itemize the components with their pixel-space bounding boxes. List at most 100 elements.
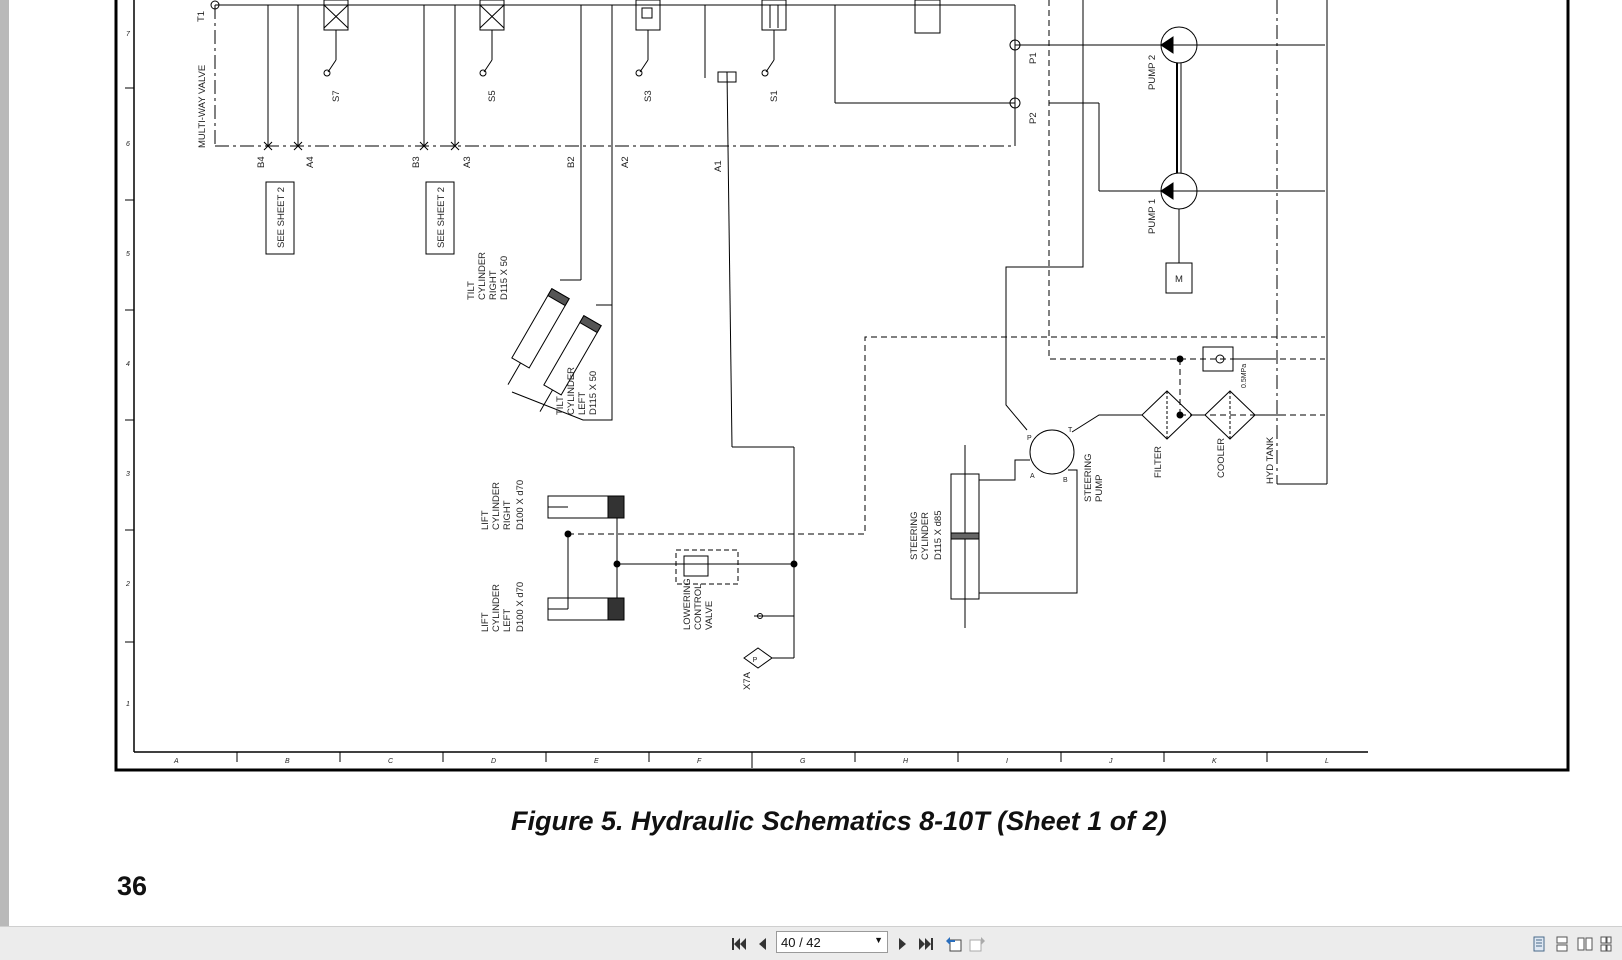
continuous-view-button[interactable] — [1551, 933, 1573, 955]
hydraulic-tank — [1276, 0, 1328, 485]
spool-label: S5 — [487, 90, 498, 102]
row-label: 4 — [126, 361, 130, 368]
steering-circuit — [950, 0, 1142, 628]
column-label: A — [173, 758, 179, 765]
page-number-select[interactable]: 40 / 42 ▼ — [776, 931, 888, 953]
return-line-components — [1141, 346, 1280, 440]
go-forward-button[interactable] — [966, 933, 988, 955]
port-label: A2 — [620, 156, 631, 168]
steering-pump-label-line: STEERING — [1083, 453, 1094, 502]
go-back-button[interactable] — [943, 933, 965, 955]
lift-left-label-line: CYLINDER — [491, 584, 502, 632]
column-letter-labels: A B C D E F G H I J K L — [173, 758, 1329, 765]
tank-label: HYD TANK — [1265, 436, 1276, 484]
go-back-icon — [946, 937, 962, 952]
row-label: 2 — [125, 581, 130, 588]
lowering-valve-label-line: VALVE — [704, 601, 715, 630]
see-sheet-label: SEE SHEET 2 — [276, 187, 287, 248]
port-label: B4 — [256, 156, 267, 168]
see-sheet-box-b4 — [265, 181, 295, 255]
row-number-labels: 7 6 5 4 3 2 1 — [125, 31, 131, 708]
column-label: B — [285, 758, 290, 765]
port-label: P2 — [1028, 112, 1039, 124]
multiway-valve — [210, 0, 1325, 448]
first-page-icon — [732, 938, 746, 950]
steering-cylinder-label-line: CYLINDER — [920, 512, 931, 560]
spool-label: S3 — [643, 90, 654, 102]
port-t1-label: T1 — [196, 11, 207, 22]
lift-right-label-line: D100 X d70 — [515, 480, 526, 530]
drawing-border-outer — [114, 0, 1570, 772]
port-label: B2 — [566, 156, 577, 168]
column-label: L — [1325, 758, 1329, 765]
hydraulic-schematic: 7 6 5 4 3 2 1 A B C D E — [114, 0, 1570, 772]
tilt-left-label-line: D115 X 50 — [588, 371, 599, 415]
drain-lines — [568, 0, 1325, 535]
tilt-left-label-line: TILT — [555, 396, 566, 415]
see-sheet-box-b3 — [425, 181, 455, 255]
last-page-button[interactable] — [915, 933, 937, 955]
pump1-label: PUMP 1 — [1147, 199, 1158, 234]
column-label: E — [594, 758, 599, 765]
row-label: 3 — [126, 471, 130, 478]
spool-label: S1 — [769, 90, 780, 102]
column-label: I — [1006, 758, 1008, 765]
chevron-down-icon: ▼ — [874, 935, 883, 945]
facing-view-icon — [1577, 937, 1593, 951]
lift-right-label-line: CYLINDER — [491, 482, 502, 530]
tilt-left-label-line: CYLINDER — [566, 367, 577, 415]
row-label: 6 — [126, 141, 130, 148]
tilt-right-label-line: RIGHT — [488, 270, 499, 300]
figure-caption: Figure 5. Hydraulic Schematics 8-10T (Sh… — [511, 806, 1167, 836]
test-port-label: X7A — [742, 671, 753, 690]
page-number: 36 — [117, 871, 148, 901]
row-ticks — [125, 87, 134, 643]
next-page-icon — [899, 938, 906, 950]
pump2-label: PUMP 2 — [1147, 55, 1158, 90]
steering-pump-label-line: PUMP — [1094, 475, 1105, 502]
continuous-facing-view-icon — [1600, 936, 1612, 952]
tilt-left-label-line: LEFT — [577, 392, 588, 415]
lift-left-label-line: D100 X d70 — [515, 582, 526, 632]
port-label: A4 — [305, 156, 316, 168]
steering-pump-port: T — [1068, 427, 1073, 434]
tilt-right-label-line: TILT — [466, 281, 477, 300]
lowering-valve-label-line: CONTROL — [693, 584, 704, 630]
port-label: A1 — [713, 160, 724, 172]
column-label: G — [800, 758, 806, 765]
document-viewer: 7 6 5 4 3 2 1 A B C D E — [0, 0, 1622, 926]
column-label: C — [388, 758, 394, 765]
lift-left-label-line: LEFT — [502, 609, 513, 632]
steering-pump-port: P — [1027, 435, 1032, 442]
column-label: J — [1108, 758, 1113, 765]
see-sheet-label: SEE SHEET 2 — [436, 187, 447, 248]
component-labels: FILTER COOLER 0.5MPa — [1153, 364, 1248, 478]
pump-group — [1160, 26, 1198, 294]
facing-view-button[interactable] — [1574, 933, 1596, 955]
tilt-cylinders — [507, 279, 613, 421]
steering-labels: STEERING CYLINDER D115 X d85 STEERING PU… — [909, 453, 1105, 560]
steering-pump-port-labels: P T A B — [1027, 427, 1073, 484]
lift-right-label-line: RIGHT — [502, 500, 513, 530]
row-label: 7 — [126, 31, 131, 38]
single-page-view-button[interactable] — [1528, 933, 1550, 955]
steering-pump-port: B — [1063, 477, 1068, 484]
row-label: 1 — [126, 701, 130, 708]
lift-labels: LIFT CYLINDER RIGHT D100 X d70 LIFT CYLI… — [480, 480, 753, 690]
lift-left-label-line: LIFT — [480, 612, 491, 632]
continuous-view-icon — [1556, 936, 1568, 952]
steering-cylinder-label-line: STEERING — [909, 511, 920, 560]
motor-symbol: M — [1175, 274, 1183, 285]
tilt-right-label-line: D115 X 50 — [499, 256, 510, 300]
next-page-button[interactable] — [892, 933, 914, 955]
first-page-button[interactable] — [728, 933, 750, 955]
steering-pump-port: A — [1030, 473, 1035, 480]
previous-page-button[interactable] — [751, 933, 773, 955]
filter-label: FILTER — [1153, 446, 1164, 478]
port-label: P1 — [1028, 52, 1039, 64]
single-page-view-icon — [1533, 936, 1545, 952]
check-valve-pressure: 0.5MPa — [1241, 364, 1248, 388]
column-label: D — [491, 758, 496, 765]
tilt-right-label-line: CYLINDER — [477, 252, 488, 300]
continuous-facing-view-button[interactable] — [1597, 933, 1615, 955]
